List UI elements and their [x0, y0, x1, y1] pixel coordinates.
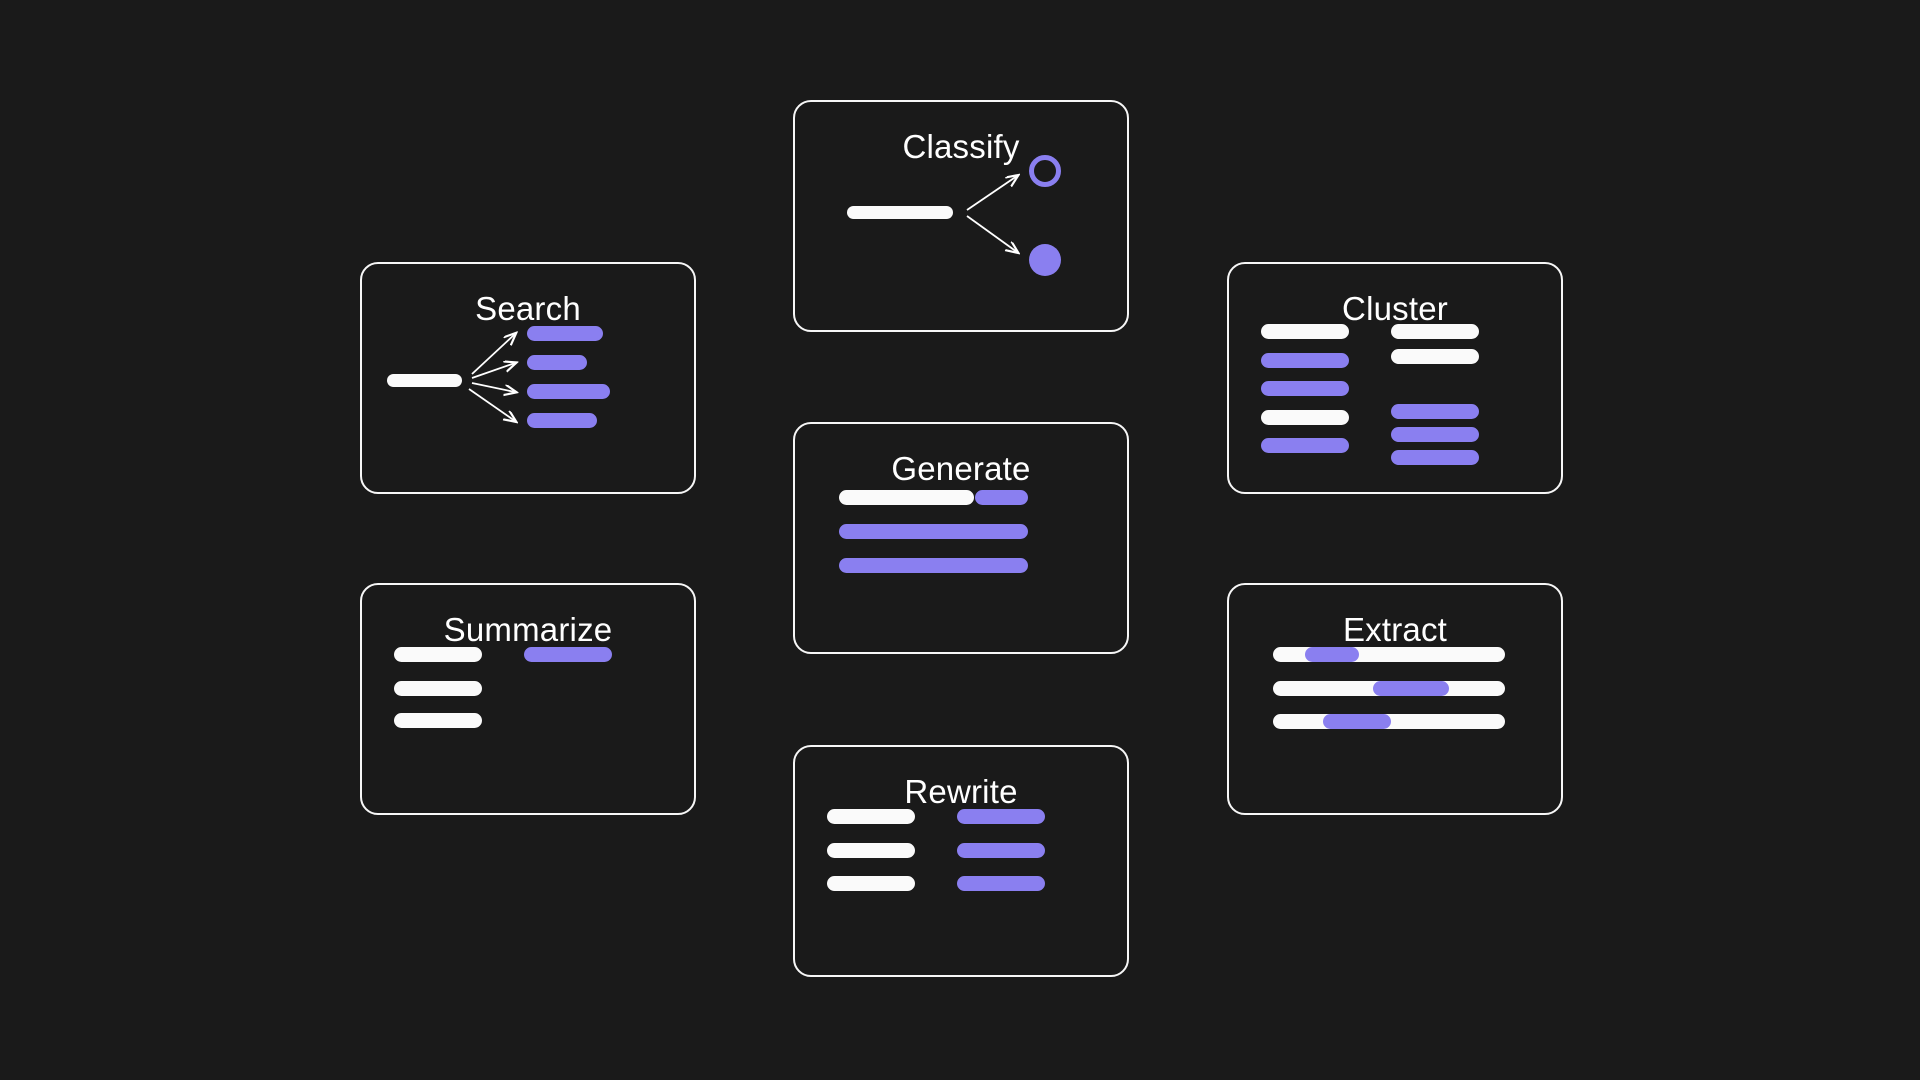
cluster-right-bar — [1391, 450, 1479, 465]
card-title-generate: Generate — [891, 450, 1031, 487]
card-extract[interactable]: Extract — [1227, 583, 1563, 815]
rewrite-after-bar — [957, 876, 1045, 891]
classify-arrows — [966, 102, 1131, 334]
extract-highlight-bar — [1373, 681, 1449, 696]
card-summarize[interactable]: Summarize — [360, 583, 696, 815]
summarize-source-bar — [394, 647, 482, 662]
cluster-right-bar — [1391, 349, 1479, 364]
card-search[interactable]: Search — [360, 262, 696, 494]
card-generate[interactable]: Generate — [793, 422, 1129, 654]
rewrite-after-bar — [957, 843, 1045, 858]
classify-output-outline-circle-icon — [1029, 155, 1061, 187]
card-title-rewrite: Rewrite — [904, 773, 1018, 810]
cluster-right-bar — [1391, 427, 1479, 442]
cluster-left-bar — [1261, 438, 1349, 453]
search-query-bar — [387, 374, 462, 387]
summarize-source-bar — [394, 681, 482, 696]
card-cluster[interactable]: Cluster — [1227, 262, 1563, 494]
cluster-left-bar — [1261, 381, 1349, 396]
summarize-output-bar — [524, 647, 612, 662]
card-title-extract: Extract — [1342, 611, 1448, 648]
rewrite-before-bar — [827, 809, 915, 824]
cluster-right-bar — [1391, 404, 1479, 419]
extract-highlight-bar — [1323, 714, 1391, 729]
card-title-summarize: Summarize — [443, 611, 613, 648]
cluster-left-bar — [1261, 353, 1349, 368]
rewrite-before-bar — [827, 876, 915, 891]
card-classify[interactable]: Classify — [793, 100, 1129, 332]
search-result-bar — [527, 384, 610, 399]
cluster-right-bar — [1391, 324, 1479, 339]
generate-output-bar — [839, 524, 1028, 539]
classify-output-filled-circle-icon — [1029, 244, 1061, 276]
generate-output-bar — [839, 558, 1028, 573]
search-result-bar — [527, 326, 603, 341]
search-arrows — [468, 264, 698, 496]
rewrite-after-bar — [957, 809, 1045, 824]
summarize-source-bar — [394, 713, 482, 728]
generate-prompt-bar — [839, 490, 974, 505]
card-title-classify: Classify — [902, 128, 1020, 165]
extract-highlight-bar — [1305, 647, 1359, 662]
cluster-left-bar — [1261, 324, 1349, 339]
card-rewrite[interactable]: Rewrite — [793, 745, 1129, 977]
rewrite-before-bar — [827, 843, 915, 858]
generate-completion-bar — [975, 490, 1028, 505]
cluster-left-bar — [1261, 410, 1349, 425]
search-result-bar — [527, 355, 587, 370]
search-result-bar — [527, 413, 597, 428]
classify-input-bar — [847, 206, 953, 219]
card-title-search: Search — [475, 290, 581, 327]
card-title-cluster: Cluster — [1342, 290, 1448, 327]
